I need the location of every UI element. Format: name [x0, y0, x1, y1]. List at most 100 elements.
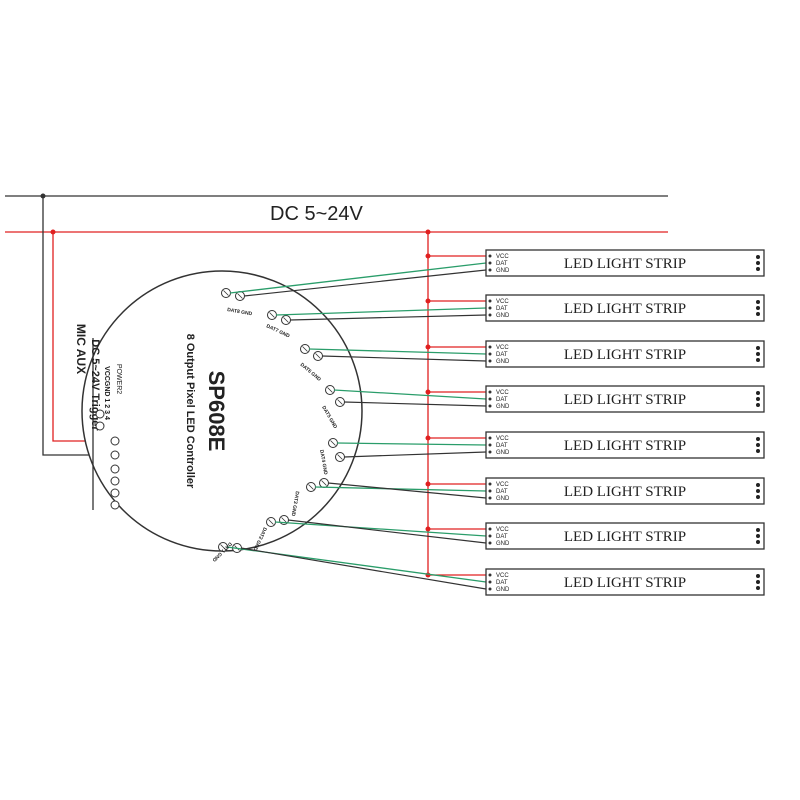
strip-pin-label: VCC [496, 299, 509, 305]
led-strip-body [485, 522, 765, 550]
terminal-screw [237, 293, 243, 299]
controller-subtitle: 8 Output Pixel LED Controller [184, 334, 196, 489]
strip-pin-dot [488, 313, 492, 317]
mic-aux-label: MIC AUX [74, 324, 88, 374]
controller: SP608E 8 Output Pixel LED Controller DC … [74, 270, 363, 552]
terminal-screw [269, 312, 275, 318]
strip-pin-dot [488, 359, 492, 363]
terminal-screw [220, 544, 226, 550]
supply-voltage-label: DC 5~24V [270, 203, 363, 225]
strip-pin-label: GND [496, 404, 510, 410]
vcc-junction [425, 526, 431, 532]
strip-pin-dot [488, 390, 492, 394]
led-strip-label: LED LIGHT STRIP [564, 575, 686, 591]
strip-pin-label: DAT [496, 261, 508, 267]
strip-pin-dot [488, 541, 492, 545]
strip-pin-dot [488, 580, 492, 584]
strip-pin-dot [488, 573, 492, 577]
terminal-screw [223, 290, 229, 296]
led-strip-label: LED LIGHT STRIP [564, 347, 686, 363]
terminal-screw [337, 454, 343, 460]
output-label: DAT4 GND [318, 449, 328, 475]
strip-end-dot [756, 391, 760, 395]
strip-pin-label: GND [496, 359, 510, 365]
led-strip-label: LED LIGHT STRIP [564, 392, 686, 408]
strip-end-dot [756, 358, 760, 362]
strip-end-dot [756, 267, 760, 271]
led-strip-body [485, 431, 765, 459]
terminal-screw [315, 353, 321, 359]
strip-end-dot [756, 312, 760, 316]
data-wire [229, 262, 487, 294]
data-wire [333, 389, 487, 400]
strip-pin-label: GND [496, 587, 510, 593]
strip-pin-label: VCC [496, 390, 509, 396]
led-strip-label: LED LIGHT STRIP [564, 484, 686, 500]
led-strip-body [485, 477, 765, 505]
strip-pin-label: VCC [496, 254, 509, 260]
strip-pin-dot [488, 587, 492, 591]
vcc-junction [425, 435, 431, 441]
strip-pin-label: GND [496, 450, 510, 456]
trigger-terminals [95, 409, 120, 510]
terminal-screw [321, 480, 327, 486]
strip-end-dot [756, 306, 760, 310]
strip-pin-dot [488, 436, 492, 440]
strip-pin-label: GND [496, 268, 510, 274]
strip-pin-dot [488, 254, 492, 258]
strip-pin-dot [488, 299, 492, 303]
strip-end-dot [756, 489, 760, 493]
terminal-screw [330, 440, 336, 446]
strip-end-dot [756, 352, 760, 356]
gnd-wire [243, 269, 487, 297]
strip-end-dot [756, 540, 760, 544]
strip-pin-dot [488, 261, 492, 265]
gnd-wire [343, 401, 487, 407]
terminal-screw [337, 399, 343, 405]
data-wire [336, 442, 487, 446]
output-label: DAT8 GND [227, 307, 253, 317]
strip-pin-dot [488, 450, 492, 454]
terminal-screw [327, 387, 333, 393]
strip-pin-dot [488, 345, 492, 349]
gnd-wire [287, 519, 487, 544]
strip-end-dot [756, 586, 760, 590]
gnd-wire [343, 451, 487, 458]
terminal-screw [308, 484, 314, 490]
trigger-pins-label: VCCGND 1 2 3 4 [103, 366, 110, 420]
strip-end-dot [756, 437, 760, 441]
strip-pin-dot [488, 534, 492, 538]
strip-end-dot [756, 300, 760, 304]
strip-pin-dot [488, 306, 492, 310]
vcc-junction [425, 481, 431, 487]
trigger-label: DC 5~24V Trigger [89, 339, 101, 431]
data-wire [274, 521, 487, 537]
data-wire [308, 348, 487, 355]
gnd-wire [289, 314, 487, 321]
strip-pin-dot [488, 404, 492, 408]
strip-end-dot [756, 495, 760, 499]
terminal-screw [302, 346, 308, 352]
controller-model: SP608E [204, 371, 229, 452]
strip-pin-dot [488, 527, 492, 531]
strip-pin-label: DAT [496, 443, 508, 449]
data-wire [314, 486, 487, 492]
terminal-screw [283, 317, 289, 323]
led-strip-label: LED LIGHT STRIP [564, 438, 686, 454]
led-strip-body [485, 568, 765, 596]
controller-negative-feed [42, 196, 108, 456]
vcc-junction [425, 253, 431, 259]
strip-pin-label: DAT [496, 534, 508, 540]
gnd-wire [240, 547, 487, 590]
strip-pin-label: GND [496, 313, 510, 319]
led-strip-body [485, 385, 765, 413]
